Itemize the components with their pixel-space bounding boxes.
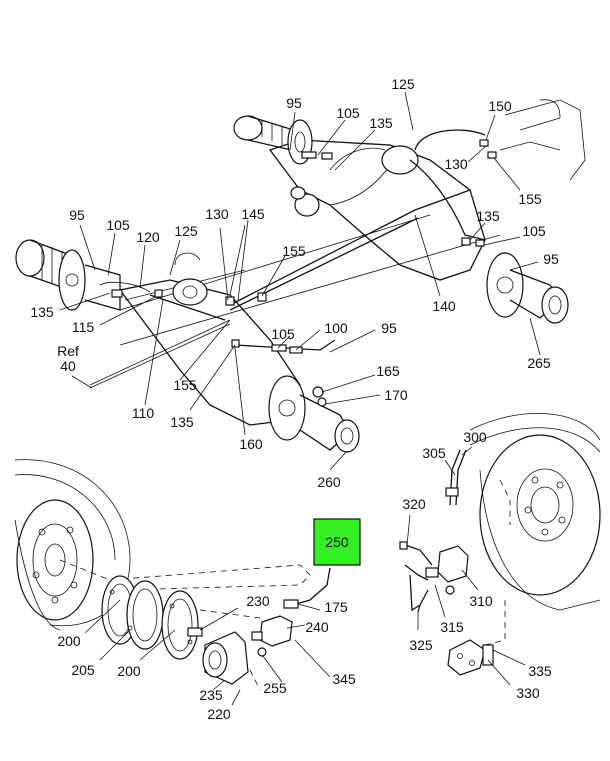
callout-105: 105 xyxy=(271,326,295,342)
axle-assembly-drawing xyxy=(15,99,586,453)
callout-135: 135 xyxy=(170,414,194,430)
callout-320: 320 xyxy=(402,496,426,512)
callout-325: 325 xyxy=(409,637,433,653)
leader-lines xyxy=(59,91,541,471)
callout-130: 130 xyxy=(444,156,468,172)
callout-125: 125 xyxy=(391,76,415,92)
callout-170: 170 xyxy=(384,387,408,403)
callout-140: 140 xyxy=(432,298,456,314)
callout-165: 165 xyxy=(376,363,400,379)
callout-135: 135 xyxy=(476,208,500,224)
callout-95: 95 xyxy=(543,251,559,267)
callout-100: 100 xyxy=(324,320,348,336)
hub-sensor-drawing xyxy=(14,459,331,706)
callout-105: 105 xyxy=(336,105,360,121)
callout-160: 160 xyxy=(239,436,263,452)
callout-95: 95 xyxy=(286,95,302,111)
callout-135: 135 xyxy=(30,304,54,320)
callout-120: 120 xyxy=(136,229,160,245)
callout-300: 300 xyxy=(463,429,487,445)
callout-130: 130 xyxy=(205,206,229,222)
callout-315: 315 xyxy=(440,619,464,635)
callout-150: 150 xyxy=(488,98,512,114)
callout-200: 200 xyxy=(57,633,81,649)
callout-155: 155 xyxy=(173,377,197,393)
callout-105: 105 xyxy=(522,223,546,239)
callout-115: 115 xyxy=(72,319,95,335)
callout-175: 175 xyxy=(324,599,348,615)
callout-155: 155 xyxy=(518,191,542,207)
callout-345: 345 xyxy=(332,671,356,687)
callout-310: 310 xyxy=(469,593,493,609)
callout-255: 255 xyxy=(263,680,287,696)
callout-95: 95 xyxy=(381,320,397,336)
ref-leader xyxy=(71,375,93,389)
callout-125: 125 xyxy=(174,223,198,239)
callout-95: 95 xyxy=(69,207,85,223)
callout-265: 265 xyxy=(527,355,551,371)
callout-220: 220 xyxy=(207,706,231,722)
callout-135: 135 xyxy=(369,115,393,131)
callout-145: 145 xyxy=(241,206,265,222)
valve-assembly-drawing xyxy=(399,412,601,686)
callout-40: 40 xyxy=(60,358,76,374)
callout-ref: Ref xyxy=(57,343,79,359)
callout-330: 330 xyxy=(516,685,540,701)
callout-110: 110 xyxy=(132,405,155,421)
callout-105: 105 xyxy=(106,217,130,233)
callout-250-highlighted[interactable]: 250 xyxy=(325,534,349,550)
callout-200: 200 xyxy=(117,663,141,679)
highlight-box[interactable] xyxy=(313,518,361,566)
callout-230: 230 xyxy=(246,593,270,609)
callout-205: 205 xyxy=(71,662,95,678)
callout-240: 240 xyxy=(305,619,329,635)
callout-235: 235 xyxy=(199,687,223,703)
callout-labels: 95 105 135 125 150 130 155 95 105 120 12… xyxy=(30,76,559,722)
callout-335: 335 xyxy=(528,663,552,679)
callout-155: 155 xyxy=(282,243,306,259)
callout-260: 260 xyxy=(317,474,341,490)
callout-305: 305 xyxy=(422,445,446,461)
